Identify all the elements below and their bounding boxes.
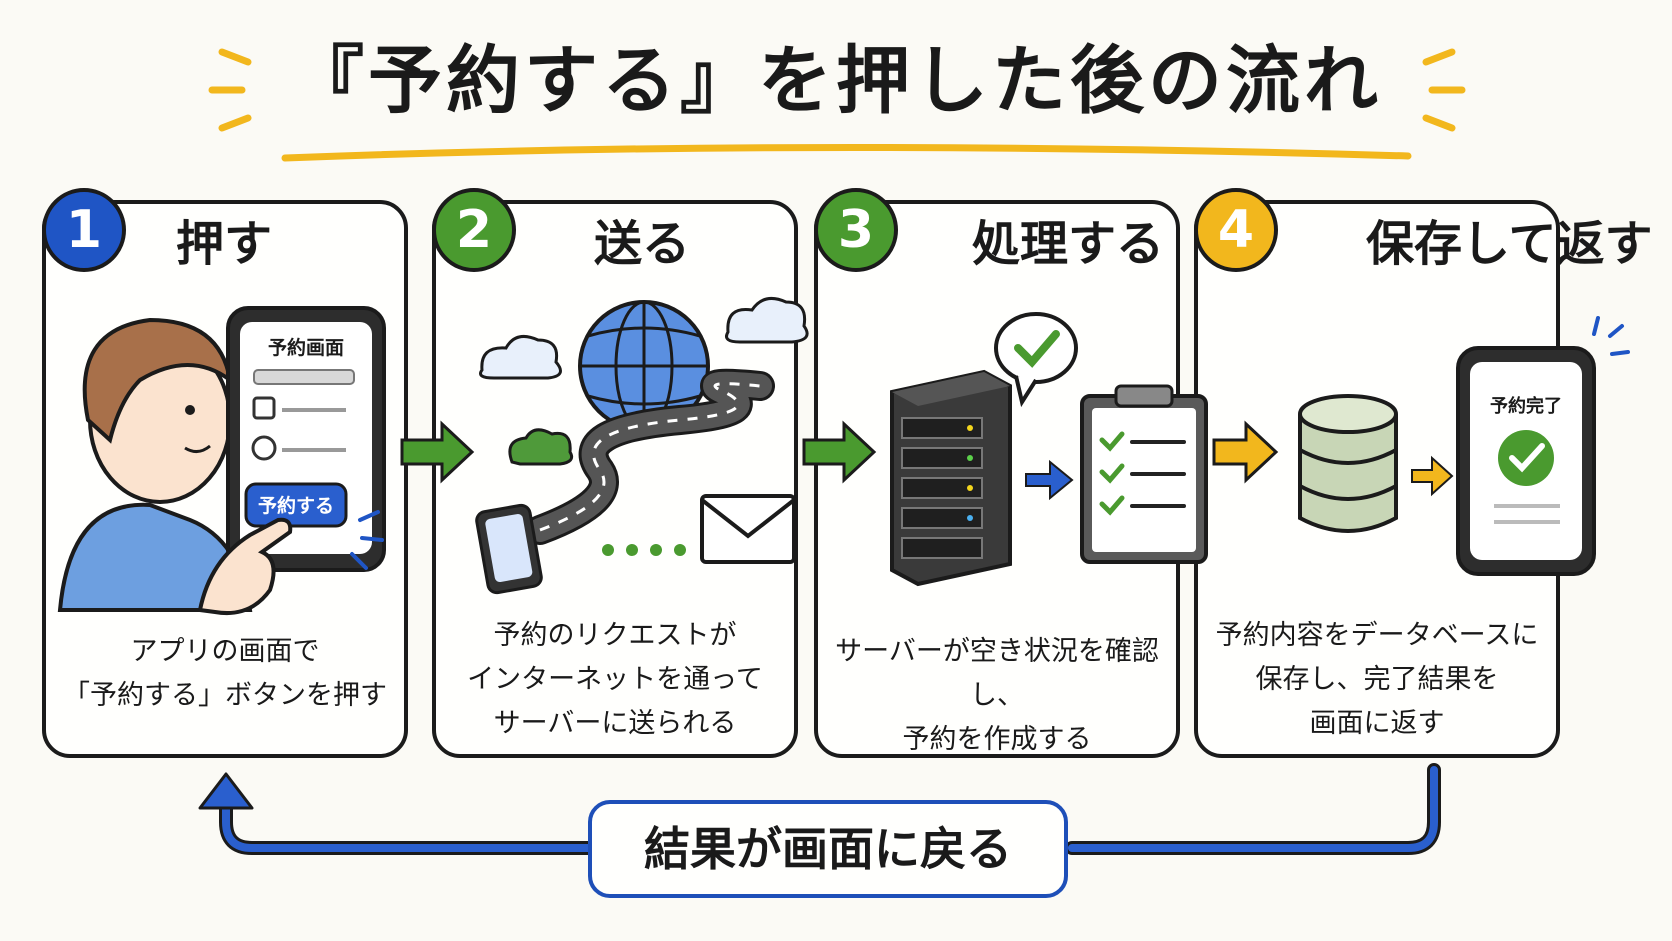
check-bubble-icon <box>994 312 1078 408</box>
database-icon <box>1298 394 1398 533</box>
page-title: 『予約する』を押した後の流れ <box>290 38 1382 124</box>
road-icon <box>525 368 775 545</box>
dotted-connection-icon <box>602 544 686 556</box>
return-arrow-icon <box>198 763 1441 855</box>
bush-icon <box>508 428 574 466</box>
arrow-step3-to-4-icon <box>1212 420 1279 484</box>
step-title-1: 押す <box>176 216 273 272</box>
step-desc-3: サーバーが空き状況を確認し、 予約を作成する <box>835 636 1159 755</box>
envelope-icon <box>700 494 796 564</box>
step-desc-1: アプリの画面で 「予約する」ボタンを押す <box>63 636 387 711</box>
arrow-step1-to-2-icon <box>400 420 475 484</box>
step-title-2: 送る <box>594 216 691 272</box>
pointing-hand-icon <box>197 510 384 615</box>
step-badge-2: 2 <box>432 188 516 272</box>
step-desc-2: 予約のリクエストが インターネットを通って サーバーに送られる <box>467 620 763 739</box>
step-title-3: 処理する <box>972 216 1165 272</box>
phone-booking-icon <box>226 306 386 572</box>
phone-complete-icon <box>1456 316 1630 576</box>
phone-complete-title: 予約完了 <box>1490 395 1562 417</box>
step-badge-4: 4 <box>1194 188 1278 272</box>
small-phone-icon <box>475 503 543 595</box>
arrow-server-to-clipboard-icon <box>1025 459 1074 501</box>
clipboard-icon <box>1080 384 1208 564</box>
arrow-db-to-phone-icon <box>1411 455 1454 497</box>
title-sparkle-right-icon <box>1422 48 1466 132</box>
title-underline <box>281 143 1412 162</box>
person-icon <box>57 317 253 612</box>
step-title-4: 保存して返す <box>1366 216 1653 272</box>
arrow-step2-to-3-icon <box>802 420 877 484</box>
globe-icon <box>578 300 710 432</box>
step-badge-3: 3 <box>814 188 898 272</box>
phone-screen-title: 予約画面 <box>268 336 344 359</box>
step-badge-1: 1 <box>42 188 126 272</box>
server-icon <box>890 369 1012 587</box>
step-desc-4: 予約内容をデータベースに 保存し、完了結果を 画面に返す <box>1215 620 1539 739</box>
cloud-icon <box>479 296 809 380</box>
title-sparkle-left-icon <box>208 48 252 132</box>
return-label: 結果が画面に戻る <box>588 800 1068 898</box>
phone-book-button-label: 予約する <box>258 494 334 517</box>
